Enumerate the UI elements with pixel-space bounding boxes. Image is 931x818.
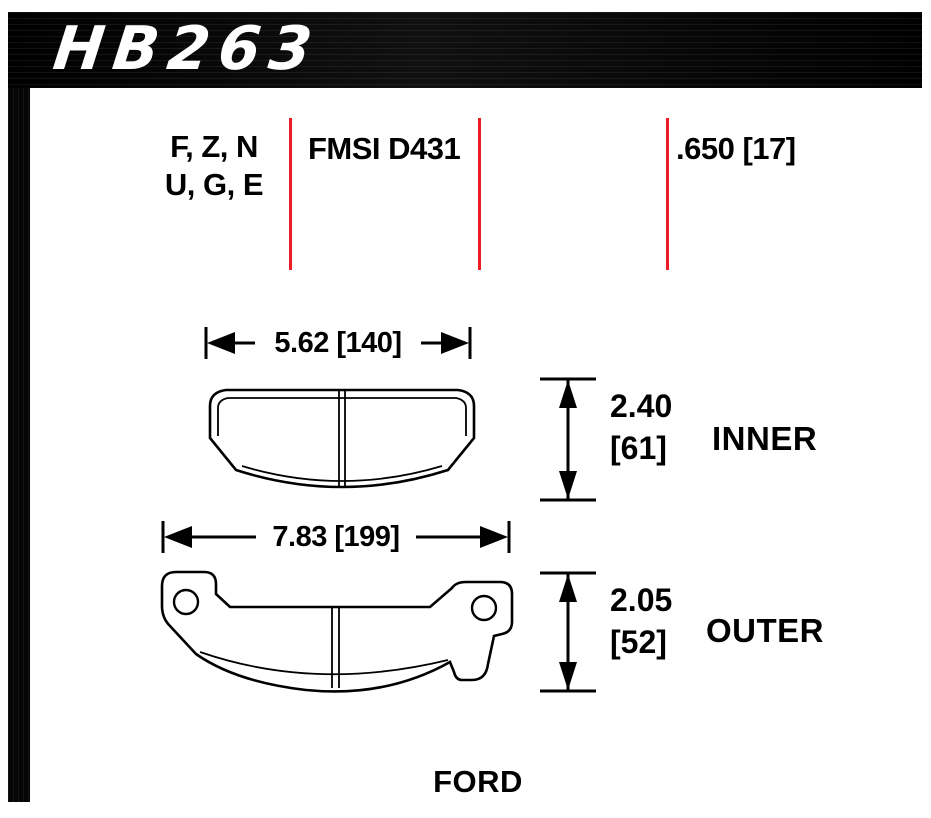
divider-red-line-2 xyxy=(478,118,481,270)
inner-pad-label: INNER xyxy=(712,420,818,457)
outer-pad-drawing xyxy=(160,570,514,693)
outer-pad-bottom-line xyxy=(199,651,449,676)
inner-pad-backing-line xyxy=(217,397,467,436)
compound-codes-line2: U, G, E xyxy=(164,167,264,202)
inner-pad-outline xyxy=(208,388,476,489)
width-dimension-arrows-icon xyxy=(161,521,511,553)
outer-pad-width-value: 7.83 [199] xyxy=(272,521,400,553)
inner-pad-width-value: 5.62 [140] xyxy=(274,327,402,359)
outer-pad-height-value: 2.05 xyxy=(610,582,673,618)
part-number-text: HB263 xyxy=(49,14,325,84)
outer-pad-height-mm: [52] xyxy=(610,624,667,660)
pad-thickness: .650 [17] xyxy=(676,131,796,166)
outer-pad-width-dimension: 7.83 [199] xyxy=(160,518,512,556)
inner-pad-drawing xyxy=(208,388,476,489)
left-edge-bar xyxy=(8,88,30,802)
divider-red-line-1 xyxy=(289,118,292,270)
mounting-hole-right xyxy=(470,594,498,622)
height-dimension-arrows-icon xyxy=(540,377,596,502)
part-number-banner: HB263 xyxy=(8,12,922,88)
inner-pad-height-mm: [61] xyxy=(610,430,667,466)
inner-pad-bottom-line xyxy=(241,465,443,482)
compound-codes: F, Z, N U, G, E xyxy=(160,128,268,204)
width-dimension-arrows-icon xyxy=(204,327,472,359)
fmsi-number: FMSI D431 xyxy=(308,131,461,166)
outer-pad-height-dimension xyxy=(536,570,600,694)
inner-pad-height-dimension xyxy=(536,376,600,503)
divider-red-line-3 xyxy=(666,118,669,270)
outer-pad-outline xyxy=(160,570,514,693)
mounting-hole-left xyxy=(172,588,200,616)
vehicle-make: FORD xyxy=(433,764,523,799)
outer-pad-label: OUTER xyxy=(706,612,824,649)
compound-codes-line1: F, Z, N xyxy=(170,129,258,164)
inner-pad-width-dimension: 5.62 [140] xyxy=(203,324,473,362)
height-dimension-arrows-icon xyxy=(540,571,596,693)
inner-pad-height-value: 2.40 xyxy=(610,388,673,424)
